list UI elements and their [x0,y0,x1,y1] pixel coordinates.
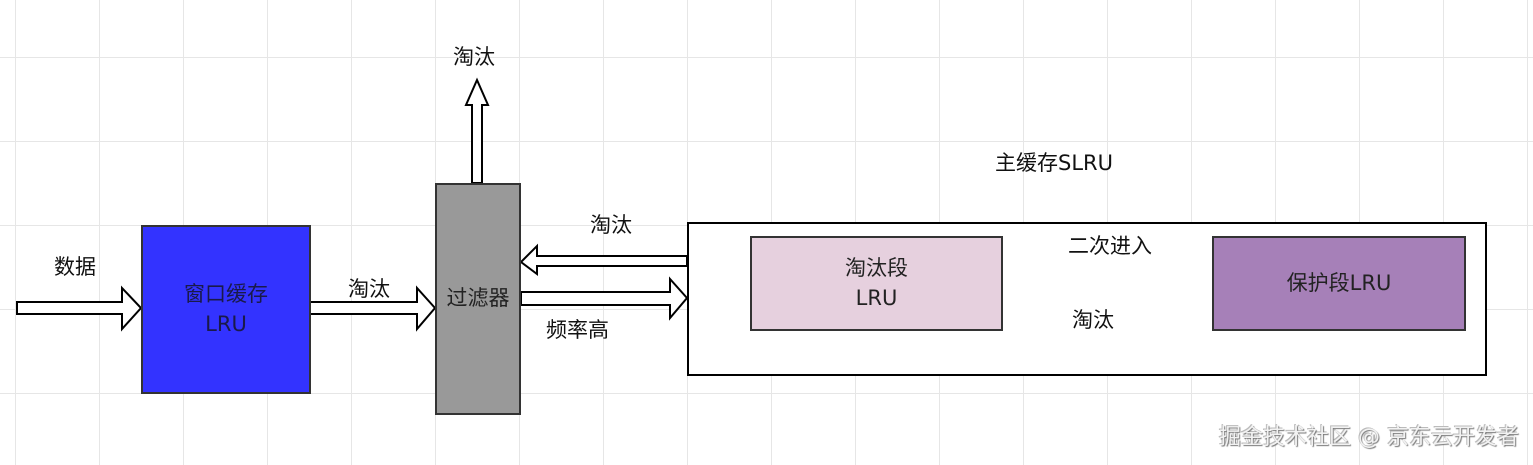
probation-segment-node[interactable]: 淘汰段 LRU [750,236,1003,331]
filter-node[interactable]: 过滤器 [435,183,521,415]
probation-label: 淘汰段 [845,256,908,281]
filter-evict-label: 淘汰 [453,45,495,69]
window-to-filter-arrow [309,285,437,332]
input-arrow [16,285,143,332]
probation-to-protected-label: 二次进入 [1068,234,1152,258]
window-to-filter-label: 淘汰 [348,277,390,301]
filter-to-main-label: 频率高 [546,318,609,342]
filter-to-main-arrow [520,276,689,321]
watermark: 掘金技术社区 @ 京东云开发者 [1219,425,1519,450]
protected-label: 保护段LRU [1286,270,1392,295]
protected-segment-node[interactable]: 保护段LRU [1212,236,1466,331]
main-to-filter-label: 淘汰 [590,213,632,237]
main-to-filter-arrow [519,243,688,276]
filter-label: 过滤器 [446,286,510,311]
window-cache-node[interactable]: 窗口缓存 LRU [141,225,311,394]
input-arrow-label: 数据 [54,255,96,279]
protected-to-probation-label: 淘汰 [1072,308,1114,332]
window-cache-sublabel: LRU [205,311,247,336]
window-cache-label: 窗口缓存 [184,282,268,307]
probation-sublabel: LRU [855,285,898,310]
main-cache-title: 主缓存SLRU [995,151,1113,175]
filter-evict-arrow [464,77,490,184]
